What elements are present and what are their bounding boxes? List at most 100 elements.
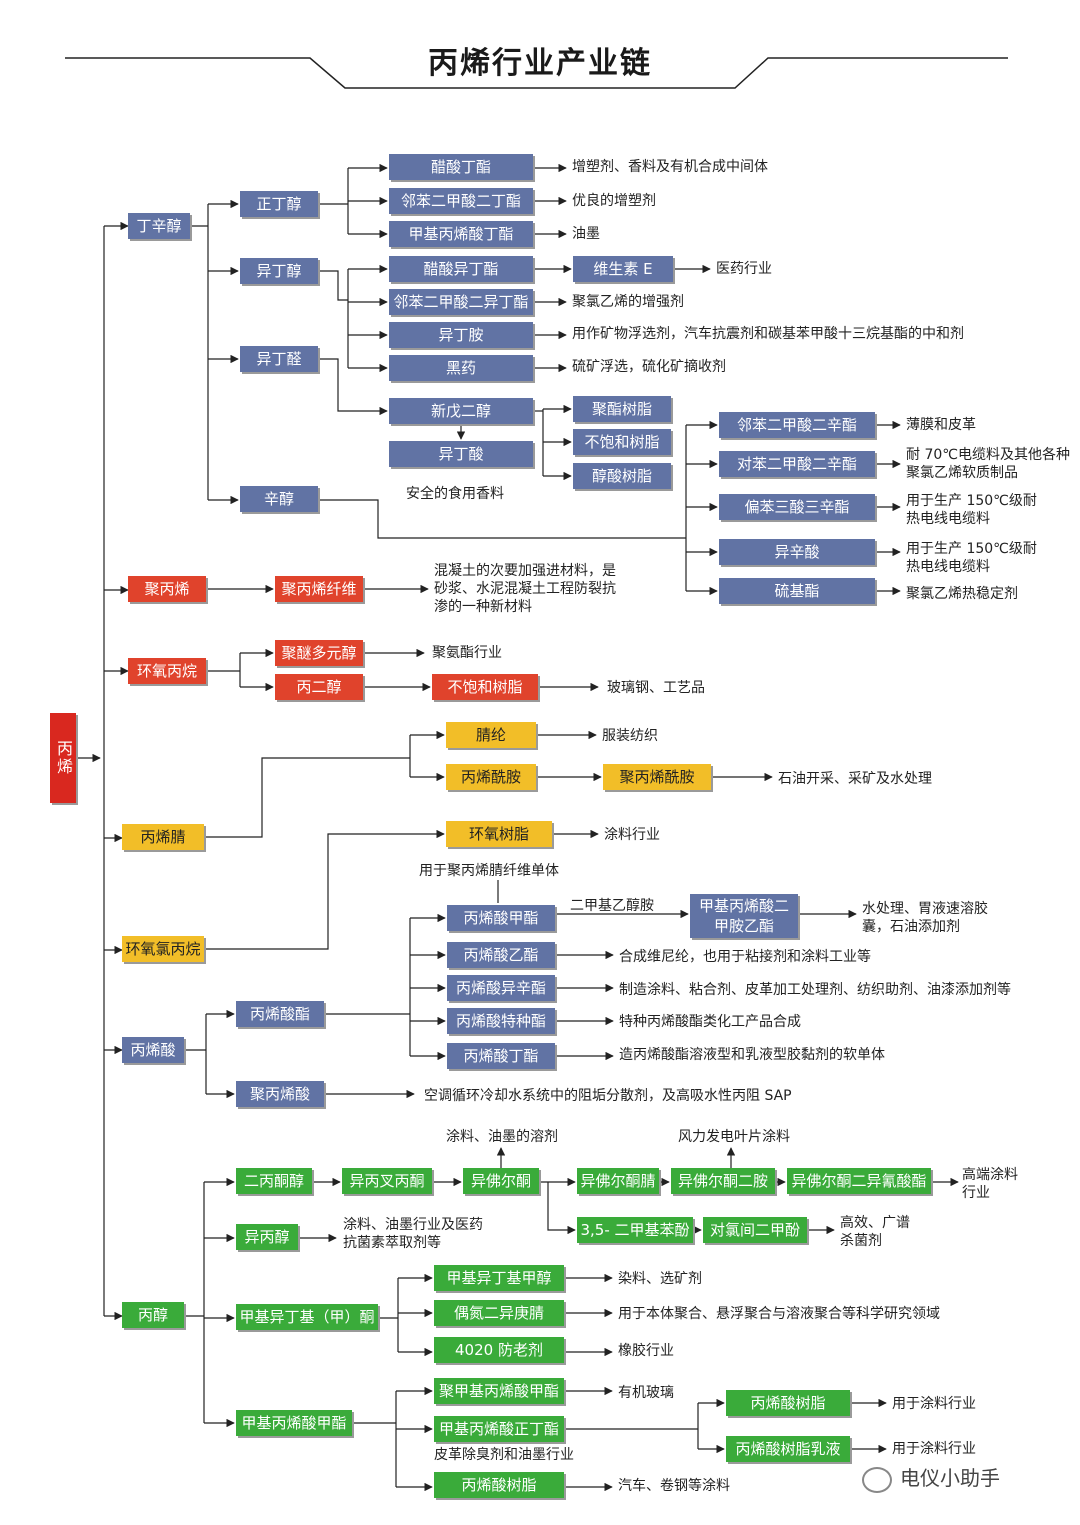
use-acrylic-fiber: 服装纺织	[602, 728, 658, 744]
node-antioxidant-4020: 4020 防老剂	[434, 1337, 564, 1363]
node-butyl-octanol: 丁辛醇	[128, 213, 190, 239]
use-isobutylamine: 用作矿物浮选剂，汽车抗震剂和碳基苯甲酸十三烷基酯的中和剂	[572, 326, 964, 342]
node-pmma: 聚甲基丙烯酸甲酯	[434, 1378, 564, 1404]
use-black-powder: 硫矿浮选，硫化矿摘收剂	[572, 359, 726, 375]
connector	[318, 270, 348, 301]
node-vitamin-e: 维生素 E	[573, 256, 673, 282]
node-pcmx: 对氯间二甲酚	[703, 1217, 807, 1243]
use-isooctanoic-acid: 用于生产 150℃级耐热电线电缆料	[906, 541, 1037, 575]
use-polyether-polyol: 聚氨酯行业	[432, 645, 502, 661]
node-thioester: 硫基酯	[719, 578, 875, 604]
connector	[318, 358, 388, 416]
node-mibk: 甲基异丁基（甲）酮	[236, 1304, 378, 1330]
node-dibp: 邻苯二甲酸二异丁酯	[389, 289, 533, 315]
node-bma: 甲基丙烯酸正丁酯	[434, 1416, 564, 1442]
connector	[318, 499, 686, 539]
node-polyether-polyol: 聚醚多元醇	[275, 640, 363, 666]
connector	[204, 829, 445, 950]
node-isopropanol: 异丙醇	[236, 1224, 298, 1250]
use-acrylic-emulsion: 用于涂料行业	[892, 1441, 976, 1457]
use-butyl-methacrylate: 油墨	[572, 226, 600, 242]
use-mibc: 染料、选矿剂	[618, 1271, 702, 1287]
node-isobutyric-acid: 异丁酸	[389, 441, 533, 467]
use-pmma: 有机玻璃	[618, 1385, 674, 1401]
use-ipdi: 高端涂料行业	[962, 1167, 1018, 1201]
node-ethyl-acrylate: 丙烯酸乙酯	[447, 942, 555, 968]
use-unsaturated-resin-red: 玻璃钢、工艺品	[607, 680, 705, 696]
node-ipda: 异佛尔酮二胺	[671, 1168, 775, 1194]
node-acrylamide: 丙烯酰胺	[446, 764, 536, 790]
node-acrylic-acid-resin: 丙烯酸树脂	[726, 1390, 850, 1416]
node-propylene-oxide: 环氧丙烷	[128, 658, 206, 684]
node-ipdi: 异佛尔酮二异氰酸酯	[787, 1168, 931, 1194]
node-unsaturated-resin: 不饱和树脂	[573, 429, 671, 455]
node-polyacrylic-acid: 聚丙烯酸	[236, 1081, 324, 1107]
watermark: 电仪小助手	[862, 1462, 1000, 1493]
watermark-text: 电仪小助手	[900, 1466, 1000, 1490]
use-acrylic-resin: 汽车、卷钢等涂料	[618, 1478, 730, 1494]
node-acrylate-ester: 丙烯酸酯	[236, 1001, 324, 1027]
node-polyester-resin: 聚酯树脂	[573, 396, 671, 422]
note-methyl-acrylate: 用于聚丙烯腈纤维单体	[419, 863, 559, 879]
node-acrylonitrile: 丙烯腈	[122, 824, 204, 850]
use-polyacrylic-acid: 空调循环冷却水系统中的阻垢分散剂，及高吸水性丙阻 SAP	[424, 1088, 792, 1104]
node-pp-fiber: 聚丙烯纤维	[275, 576, 363, 602]
use-butyl-acetate: 增塑剂、香料及有机合成中间体	[572, 159, 768, 175]
node-mibc: 甲基异丁基甲醇	[434, 1265, 564, 1291]
use-dmaema: 水处理、胃液速溶胶囊，石油添加剂	[862, 901, 988, 935]
node-dbp: 邻苯二甲酸二丁酯	[389, 188, 533, 214]
node-mesityl-oxide: 异丙叉丙酮	[342, 1168, 432, 1194]
node-epichlorohydrin: 环氧氯丙烷	[122, 936, 204, 962]
use-dotp: 耐 70℃电缆料及其他各种聚氯乙烯软质制品	[906, 447, 1070, 481]
use-polyacrylamide: 石油开采、采矿及水处理	[778, 771, 932, 787]
node-methyl-acrylate: 丙烯酸甲酯	[447, 905, 555, 931]
use-pp-fiber: 混凝土的次要加强进材料，是砂浆、水泥混凝土工程防裂抗渗的一种新材料	[434, 563, 616, 615]
node-totm: 偏苯三酸三辛酯	[719, 494, 875, 520]
use-azo-initiator: 用于本体聚合、悬浮聚合与溶液聚合等科学研究领域	[618, 1306, 940, 1322]
node-dop: 邻苯二甲酸二辛酯	[719, 412, 875, 438]
node-isobutylamine: 异丁胺	[389, 322, 533, 348]
node-dmaema: 甲基丙烯酸二甲胺乙酯	[690, 894, 798, 938]
node-butyl-acetate: 醋酸丁酯	[389, 154, 533, 180]
use-isobutyric-acid: 安全的食用香料	[406, 486, 504, 502]
use-acrylic-acid-resin: 用于涂料行业	[892, 1396, 976, 1412]
connector	[204, 757, 410, 838]
node-isooctanoic-acid: 异辛酸	[719, 539, 875, 565]
node-butyl-acrylate: 丙烯酸丁酯	[447, 1043, 555, 1069]
node-n-butanol: 正丁醇	[240, 191, 318, 217]
node-alkyd-resin: 醇酸树脂	[573, 463, 671, 489]
use-totm: 用于生产 150℃级耐热电线电缆料	[906, 493, 1037, 527]
use-vitamin-e: 医药行业	[716, 261, 772, 277]
use-epoxy-resin: 涂料行业	[604, 827, 660, 843]
node-azo-initiator: 偶氮二异庚腈	[434, 1300, 564, 1326]
use-isopropanol: 涂料、油墨行业及医药抗菌素萃取剂等	[343, 1217, 483, 1251]
node-acrylic-acid: 丙烯酸	[122, 1037, 184, 1063]
use-thioester: 聚氯乙烯热稳定剂	[906, 586, 1018, 602]
use-dop: 薄膜和皮革	[906, 417, 976, 433]
use-special-acrylate: 特种丙烯酸酯类化工产品合成	[619, 1014, 801, 1030]
connector	[547, 1182, 576, 1235]
use-dibp: 聚氯乙烯的增强剂	[572, 294, 684, 310]
node-polyacrylamide: 聚丙烯酰胺	[603, 764, 711, 790]
use-butyl-acrylate: 造丙烯酸酯溶液型和乳液型胶黏剂的软单体	[619, 1047, 885, 1063]
node-isobutyl-acetate: 醋酸异丁酯	[389, 256, 533, 282]
node-polypropylene: 聚丙烯	[128, 576, 206, 602]
node-epoxy-resin: 环氧树脂	[446, 821, 552, 847]
use-dbp: 优良的增塑剂	[572, 193, 656, 209]
node-acrylic-fiber: 腈纶	[446, 722, 536, 748]
node-black-powder: 黑药	[389, 355, 533, 381]
node-isobutanol: 异丁醇	[240, 258, 318, 284]
root-node-propylene: 丙烯	[50, 713, 76, 803]
node-propylene-glycol: 丙二醇	[275, 674, 363, 700]
use-isooctyl-acrylate: 制造涂料、粘合剂、皮革加工处理剂、纺织助剂、油漆添加剂等	[619, 982, 1011, 998]
node-unsaturated-resin-red: 不饱和树脂	[432, 674, 538, 700]
use-antioxidant-4020: 橡胶行业	[618, 1343, 674, 1359]
use-ethyl-acrylate: 合成维尼纶，也用于粘接剂和涂料工业等	[619, 949, 871, 965]
node-dotp: 对苯二甲酸二辛酯	[719, 451, 875, 477]
node-isophorone: 异佛尔酮	[463, 1168, 539, 1194]
label-dmae: 二甲基乙醇胺	[570, 898, 654, 914]
wechat-icon	[862, 1466, 892, 1493]
use-bma: 皮革除臭剂和油墨行业	[434, 1447, 574, 1463]
node-acrylic-resin: 丙烯酸树脂	[434, 1472, 564, 1498]
